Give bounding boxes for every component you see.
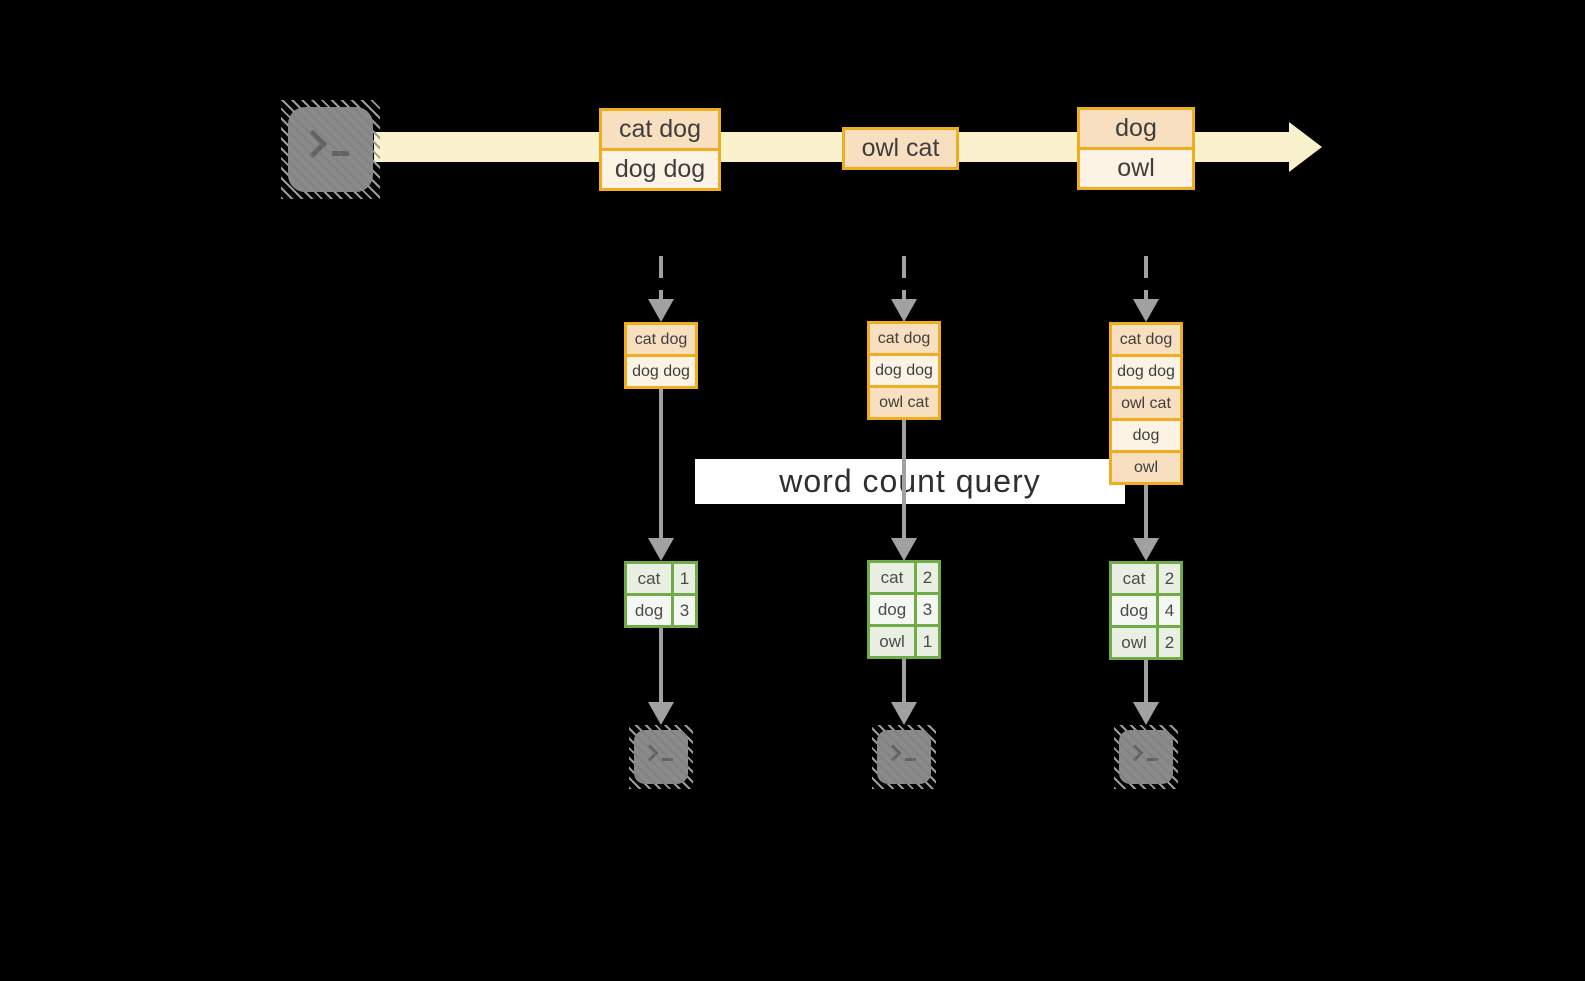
state-line: owl cat [1112, 389, 1180, 418]
result-word: dog [1112, 596, 1156, 625]
prompt-underscore-icon [662, 758, 673, 761]
batch-box-2: owl cat [842, 127, 959, 170]
prompt-chevron-icon [298, 129, 328, 158]
state-line: owl [1112, 453, 1180, 482]
result-count: 3 [917, 595, 938, 624]
arrowhead [648, 538, 674, 561]
result-word: dog [627, 596, 671, 625]
arrowhead [891, 538, 917, 561]
state-line: cat dog [1112, 325, 1180, 354]
arrow-line [902, 420, 906, 539]
dashed-arrow-line [1144, 256, 1148, 301]
batch-line: owl cat [845, 130, 956, 167]
arrow-line [1144, 660, 1148, 703]
state-line: dog dog [1112, 357, 1180, 386]
result-count: 2 [917, 563, 938, 592]
state-line: dog dog [627, 357, 695, 386]
arrow-line [1144, 485, 1148, 539]
arrowhead [1133, 538, 1159, 561]
dashed-arrow-line [659, 256, 663, 301]
state-line: cat dog [627, 325, 695, 354]
state-line: owl cat [870, 388, 938, 417]
arrow-line [902, 659, 906, 703]
state-line: dog dog [870, 356, 938, 385]
prompt-underscore-icon [332, 151, 349, 156]
result-word: dog [870, 595, 914, 624]
state-box-3: cat dog dog dog owl cat dog owl [1109, 322, 1183, 485]
result-table-3: cat 2 dog 4 owl 2 [1109, 561, 1183, 660]
query-label: word count query [695, 459, 1125, 504]
result-word: owl [1112, 628, 1156, 657]
result-count: 4 [1159, 596, 1180, 625]
prompt-chevron-icon [1126, 744, 1144, 762]
result-table-2: cat 2 dog 3 owl 1 [867, 560, 941, 659]
result-count: 3 [674, 596, 695, 625]
timeline-arrowhead [1289, 122, 1322, 172]
sink-terminal-icon-2 [872, 725, 936, 789]
dashed-arrowhead [1133, 299, 1159, 322]
sink-terminal-icon-1 [629, 725, 693, 789]
batch-box-3: dog owl [1077, 107, 1195, 190]
batch-line: cat dog [602, 111, 718, 148]
state-box-1: cat dog dog dog [624, 322, 698, 389]
result-count: 1 [917, 627, 938, 656]
result-count: 2 [1159, 628, 1180, 657]
result-count: 2 [1159, 564, 1180, 593]
dashed-arrowhead [648, 299, 674, 322]
dashed-arrow-line [902, 256, 906, 301]
source-terminal-icon [281, 100, 380, 199]
result-word: cat [870, 563, 914, 592]
batch-line: dog dog [602, 151, 718, 188]
arrowhead [891, 702, 917, 725]
terminal-icon [1119, 730, 1173, 784]
prompt-chevron-icon [641, 744, 659, 762]
batch-line: owl [1080, 150, 1192, 187]
result-table-1: cat 1 dog 3 [624, 561, 698, 628]
batch-box-1: cat dog dog dog [599, 108, 721, 191]
result-word: cat [627, 564, 671, 593]
terminal-icon [877, 730, 931, 784]
arrowhead [1133, 702, 1159, 725]
arrow-line [659, 389, 663, 539]
result-word: owl [870, 627, 914, 656]
batch-line: dog [1080, 110, 1192, 147]
prompt-chevron-icon [884, 744, 902, 762]
arrowhead [648, 702, 674, 725]
result-word: cat [1112, 564, 1156, 593]
sink-terminal-icon-3 [1114, 725, 1178, 789]
terminal-icon [288, 107, 373, 192]
prompt-underscore-icon [905, 758, 916, 761]
prompt-underscore-icon [1147, 758, 1158, 761]
arrow-line [659, 628, 663, 703]
terminal-icon [634, 730, 688, 784]
state-box-2: cat dog dog dog owl cat [867, 321, 941, 420]
state-line: cat dog [870, 324, 938, 353]
dashed-arrowhead [891, 299, 917, 322]
result-count: 1 [674, 564, 695, 593]
state-line: dog [1112, 421, 1180, 450]
